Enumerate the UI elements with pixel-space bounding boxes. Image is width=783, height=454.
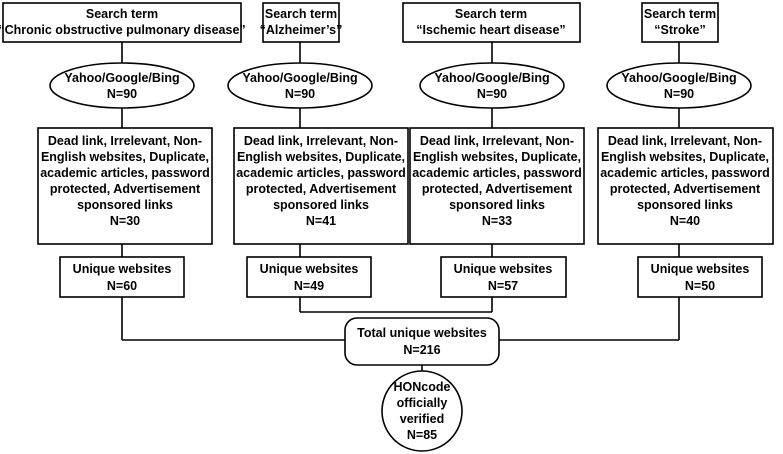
excluded-line-2-3: academic articles, password: [236, 166, 406, 180]
unique-websites-box-2: [246, 256, 372, 298]
excluded-line-4-4: protected, Advertisement: [610, 182, 761, 196]
connectors: [121, 42, 680, 371]
excluded-line-3-2: English websites, Duplicate,: [413, 150, 581, 164]
search-engines-count-2: N=90: [285, 87, 315, 101]
search-engines-ellipse-1: [49, 62, 195, 109]
unique-websites-count-2: N=49: [294, 279, 324, 293]
excluded-line-4-1: Dead link, Irrelevant, Non-: [608, 134, 762, 148]
excluded-line-4-5: sponsored links: [637, 198, 733, 212]
unique-websites-label-2: Unique websites: [260, 262, 359, 276]
excluded-box-1: [37, 127, 213, 245]
excluded-line-2-4: protected, Advertisement: [246, 182, 397, 196]
excluded-line-1-1: Dead link, Irrelevant, Non-: [48, 134, 202, 148]
column-copd: Search term “Chronic obstructive pulmona…: [0, 2, 246, 298]
excluded-count-3: N=33: [482, 214, 512, 228]
unique-websites-count-3: N=57: [488, 279, 518, 293]
search-term-label-4: Search term: [644, 7, 716, 21]
total-unique-websites-label: Total unique websites: [357, 326, 487, 340]
search-engines-ellipse-3: [419, 62, 565, 109]
unique-websites-count-1: N=60: [107, 279, 137, 293]
excluded-count-4: N=40: [670, 214, 700, 228]
unique-websites-box-3: [440, 256, 567, 298]
honcode-line-1: HONcode: [394, 380, 451, 394]
excluded-line-3-4: protected, Advertisement: [422, 182, 573, 196]
honcode-circle: [381, 370, 463, 452]
search-engines-label-3: Yahoo/Google/Bing: [434, 71, 549, 85]
excluded-line-1-4: protected, Advertisement: [50, 182, 201, 196]
column-stroke: Search term “Stroke” Yahoo/Google/Bing N…: [597, 2, 774, 298]
search-engines-count-4: N=90: [664, 87, 694, 101]
honcode-line-2: officially: [397, 396, 448, 410]
excluded-line-3-5: sponsored links: [449, 198, 545, 212]
unique-websites-label-4: Unique websites: [651, 262, 750, 276]
search-term-value-1: “Chronic obstructive pulmonary disease”: [0, 23, 246, 37]
search-engines-label-4: Yahoo/Google/Bing: [621, 71, 736, 85]
excluded-count-2: N=41: [306, 214, 336, 228]
excluded-line-2-5: sponsored links: [273, 198, 369, 212]
excluded-line-1-3: academic articles, password: [40, 166, 210, 180]
search-term-label-1: Search term: [86, 7, 158, 21]
honcode-count: N=85: [407, 428, 437, 442]
column-ischemic-heart-disease: Search term “Ischemic heart disease” Yah…: [402, 2, 585, 298]
search-term-box-2: [262, 2, 340, 43]
unique-websites-box-1: [59, 256, 185, 298]
search-term-box-3: [402, 2, 581, 43]
search-engines-count-3: N=90: [477, 87, 507, 101]
unique-websites-box-4: [637, 256, 763, 298]
unique-websites-label-3: Unique websites: [454, 262, 553, 276]
excluded-line-1-2: English websites, Duplicate,: [41, 150, 209, 164]
excluded-count-1: N=30: [110, 214, 140, 228]
excluded-line-4-2: English websites, Duplicate,: [601, 150, 769, 164]
search-engines-label-2: Yahoo/Google/Bing: [242, 71, 357, 85]
excluded-box-4: [597, 127, 774, 245]
search-engines-label-1: Yahoo/Google/Bing: [64, 71, 179, 85]
search-term-value-4: “Stroke”: [654, 23, 705, 37]
total-unique-websites-count: N=216: [403, 343, 440, 357]
search-engines-ellipse-2: [227, 62, 373, 109]
excluded-line-2-2: English websites, Duplicate,: [237, 150, 405, 164]
honcode-line-3: verified: [400, 412, 444, 426]
excluded-line-3-1: Dead link, Irrelevant, Non-: [420, 134, 574, 148]
unique-websites-count-4: N=50: [685, 279, 715, 293]
search-term-label-3: Search term: [455, 7, 527, 21]
column-alzheimers: Search term “Alzheimer’s” Yahoo/Google/B…: [227, 2, 409, 298]
excluded-line-4-3: academic articles, password: [600, 166, 770, 180]
search-term-box-1: [2, 2, 242, 43]
excluded-box-3: [409, 127, 585, 245]
excluded-line-1-5: sponsored links: [77, 198, 173, 212]
unique-websites-label-1: Unique websites: [73, 262, 172, 276]
search-term-label-2: Search term: [265, 7, 337, 21]
excluded-line-3-3: academic articles, password: [412, 166, 582, 180]
excluded-line-2-1: Dead link, Irrelevant, Non-: [244, 134, 398, 148]
search-term-value-3: “Ischemic heart disease”: [416, 23, 565, 37]
search-term-value-2: “Alzheimer’s”: [260, 23, 343, 37]
search-engines-ellipse-4: [606, 62, 752, 109]
total-node: Total unique websites N=216: [344, 317, 500, 366]
search-engines-count-1: N=90: [107, 87, 137, 101]
search-term-box-4: [641, 2, 719, 43]
excluded-box-2: [233, 127, 409, 245]
honcode-node: HONcode officially verified N=85: [381, 370, 463, 452]
total-unique-websites-box: [344, 317, 500, 366]
